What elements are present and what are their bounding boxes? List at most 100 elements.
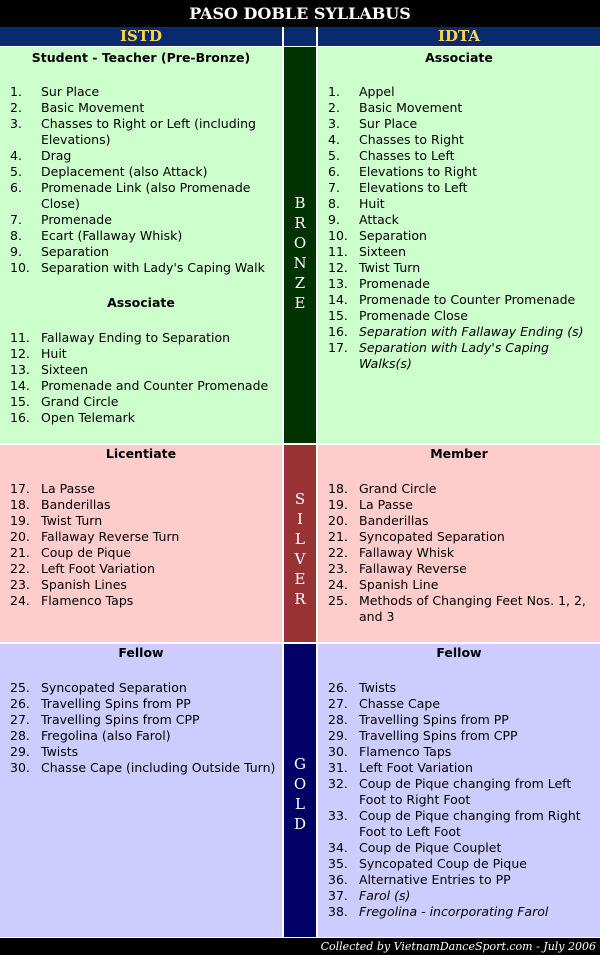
item-number: 8. — [10, 228, 22, 243]
list-item: 11.Fallaway Ending to Separation — [0, 330, 282, 346]
item-text: Flamenco Taps — [359, 744, 452, 759]
item-number: 21. — [328, 529, 348, 544]
item-text: Spanish Line — [359, 577, 439, 592]
item-text: Left Foot Variation — [359, 760, 473, 775]
item-text: Left Foot Variation — [41, 561, 155, 576]
band-letter: R — [294, 214, 306, 232]
item-number: 33. — [328, 808, 348, 823]
list-item: 7.Elevations to Left — [318, 180, 600, 196]
item-text: Fallaway Reverse — [359, 561, 467, 576]
item-text: Sixteen — [41, 362, 89, 377]
item-text: Coup de Pique — [41, 545, 132, 560]
list-item: 28.Travelling Spins from PP — [318, 712, 600, 728]
column-header-idta: IDTA — [318, 27, 600, 46]
item-number: 10. — [328, 228, 348, 243]
list-item: 6.Elevations to Right — [318, 164, 600, 180]
item-text: Twist Turn — [41, 513, 103, 528]
list-item: 35.Syncopated Coup de Pique — [318, 856, 600, 872]
item-number: 34. — [328, 840, 348, 855]
item-text: Travelling Spins from CPP — [41, 712, 200, 727]
list-item: 16.Separation with Fallaway Ending (s) — [318, 324, 600, 340]
band-letter: E — [294, 294, 306, 312]
item-text: Drag — [41, 148, 72, 163]
band-letter: N — [293, 254, 307, 272]
column-header-spacer — [284, 27, 316, 46]
band-letter: O — [293, 234, 307, 252]
item-text: Twists — [359, 680, 397, 695]
item-text: Syncopated Separation — [359, 529, 505, 544]
band-letter: I — [297, 510, 303, 528]
item-number: 19. — [10, 513, 30, 528]
item-text: Basic Movement — [359, 100, 463, 115]
list-item: 18.Grand Circle — [318, 481, 600, 497]
list-item: 29.Twists — [0, 744, 282, 760]
item-number: 5. — [328, 148, 340, 163]
list-item: 27.Travelling Spins from CPP — [0, 712, 282, 728]
list-item: 9.Separation — [0, 244, 282, 260]
item-number: 26. — [10, 696, 30, 711]
item-number: 8. — [328, 196, 340, 211]
item-text: Attack — [359, 212, 399, 227]
item-number: 6. — [328, 164, 340, 179]
list-item: 15.Grand Circle — [0, 394, 282, 410]
list-item: 33.Coup de Pique changing from Right Foo… — [318, 808, 600, 840]
item-number: 18. — [10, 497, 30, 512]
item-text: Grand Circle — [359, 481, 437, 496]
item-number: 5. — [10, 164, 22, 179]
idta-gold-title: Fellow — [436, 645, 482, 660]
list-item: 25.Syncopated Separation — [0, 680, 282, 696]
item-text: Fallaway Reverse Turn — [41, 529, 180, 544]
item-text: Fallaway Ending to Separation — [41, 330, 231, 345]
item-text: Travelling Spins from PP — [359, 712, 509, 727]
list-item: 24.Flamenco Taps — [0, 593, 282, 609]
band-letter: L — [295, 530, 305, 548]
list-item: 10.Separation with Lady's Caping Walk — [0, 260, 282, 276]
item-text: Appel — [359, 84, 395, 99]
list-item: 12.Twist Turn — [318, 260, 600, 276]
list-item: 24.Spanish Line — [318, 577, 600, 593]
item-number: 25. — [328, 593, 348, 608]
list-item: 12.Huit — [0, 346, 282, 362]
list-item: 10.Separation — [318, 228, 600, 244]
item-number: 17. — [10, 481, 30, 496]
item-text: Banderillas — [359, 513, 429, 528]
item-text: Promenade and Counter Promenade — [41, 378, 269, 393]
istd-gold-title: Fellow — [118, 645, 164, 660]
item-number: 36. — [328, 872, 348, 887]
list-item: 37.Farol (s) — [318, 888, 600, 904]
item-text: Farol (s) — [359, 888, 411, 903]
item-text: Travelling Spins from CPP — [359, 728, 518, 743]
page-title: PASO DOBLE SYLLABUS — [0, 0, 600, 27]
item-text: Basic Movement — [41, 100, 145, 115]
item-text: Fregolina - incorporating Farol — [359, 904, 549, 919]
item-number: 14. — [328, 292, 348, 307]
band-letter: B — [294, 194, 306, 212]
item-text: Sur Place — [359, 116, 418, 131]
item-number: 11. — [328, 244, 348, 259]
list-item: 14.Promenade to Counter Promenade — [318, 292, 600, 308]
item-text: Promenade — [359, 276, 430, 291]
list-item: 19.La Passe — [318, 497, 600, 513]
item-number: 13. — [10, 362, 30, 377]
item-text: Separation with Fallaway Ending (s) — [359, 324, 584, 339]
item-text: Chasse Cape — [359, 696, 441, 711]
idta-silver-title: Member — [430, 446, 488, 461]
item-number: 9. — [328, 212, 340, 227]
item-number: 4. — [10, 148, 22, 163]
item-text: Huit — [41, 346, 67, 361]
item-text: Sixteen — [359, 244, 407, 259]
list-item: 1.Appel — [318, 84, 600, 100]
list-item: 5.Deplacement (also Attack) — [0, 164, 282, 180]
item-number: 27. — [328, 696, 348, 711]
item-number: 14. — [10, 378, 30, 393]
list-item: 13. Sixteen — [0, 362, 282, 378]
item-number: 35. — [328, 856, 348, 871]
item-text: Chasses to Right or Left (including Elev… — [41, 116, 256, 147]
